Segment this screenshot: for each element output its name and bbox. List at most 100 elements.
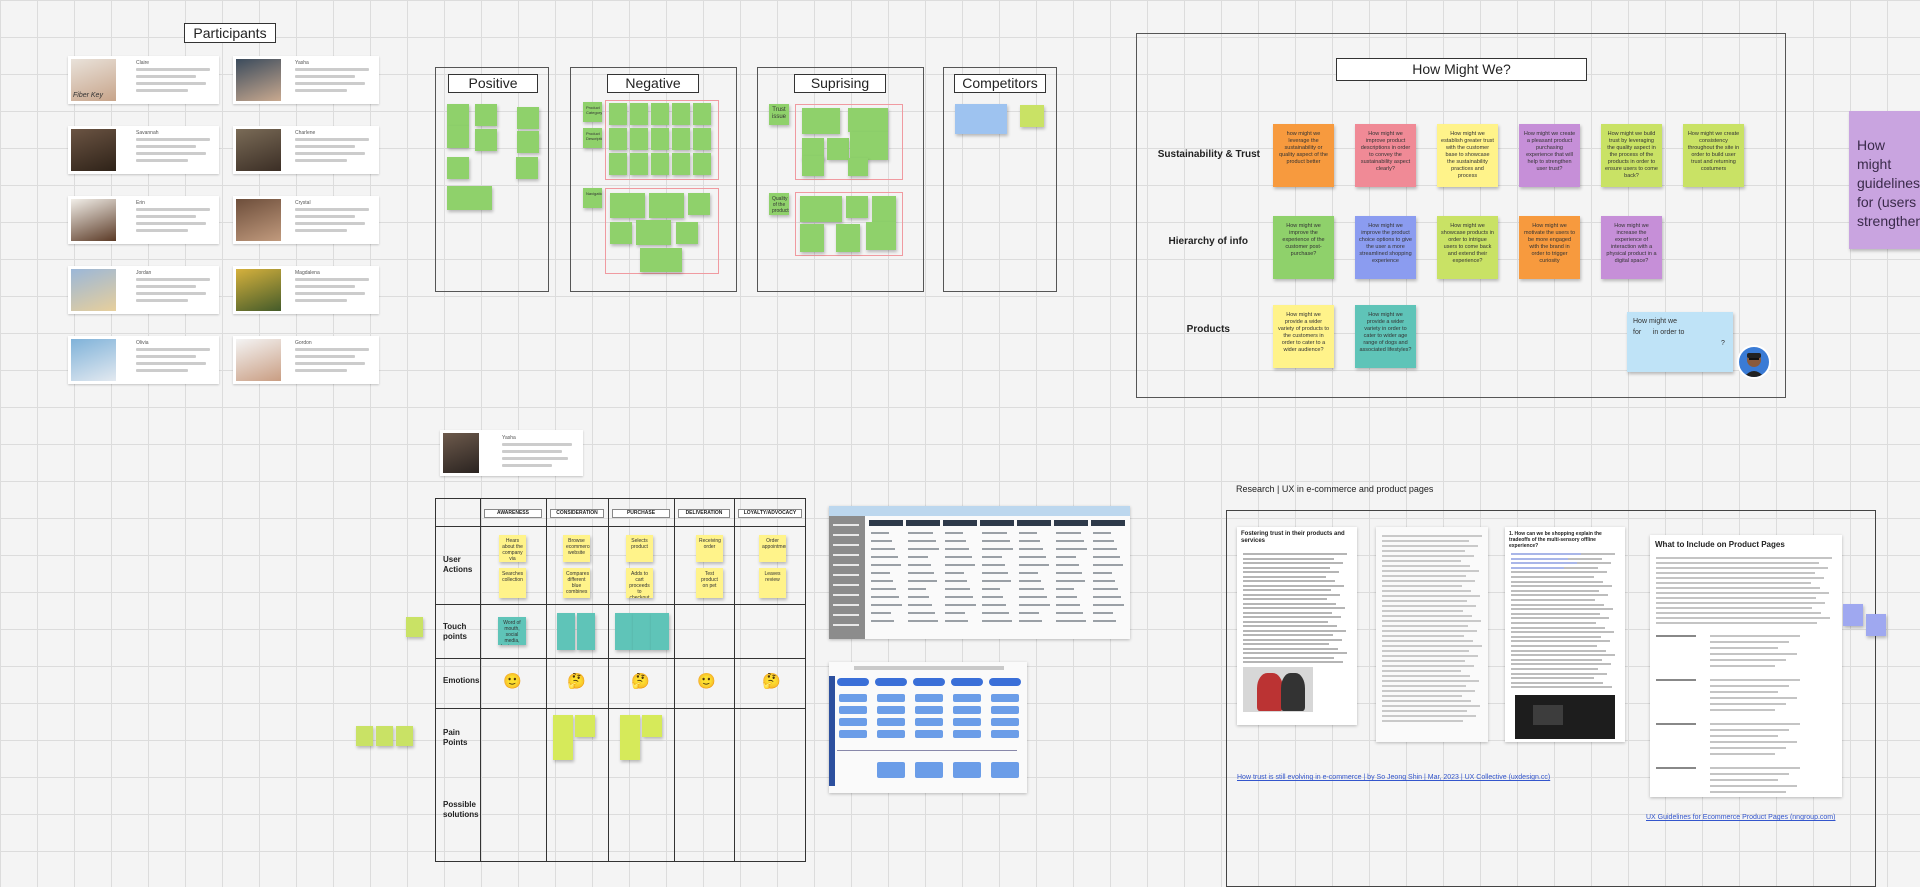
negative-label-navigation[interactable]: Navigation	[583, 188, 602, 208]
participant-card[interactable]: Yasha	[233, 56, 379, 104]
research-side-note-1[interactable]	[1843, 604, 1863, 626]
journey-user-action[interactable]: Receiving order	[696, 535, 723, 562]
journey-user-action[interactable]: Test product on pet	[696, 568, 723, 598]
negative-note[interactable]	[672, 128, 690, 150]
participant-card[interactable]: Magdalena	[233, 266, 379, 314]
research-link-1[interactable]: How trust is still evolving in e-commerc…	[1237, 774, 1551, 781]
research-article-3[interactable]: 1. How can we be shopping explain the tr…	[1505, 527, 1625, 742]
negative-note[interactable]	[688, 193, 710, 215]
surprising-note[interactable]	[850, 132, 888, 160]
participant-card[interactable]: Gordon	[233, 336, 379, 384]
competitors-note[interactable]	[1020, 105, 1044, 127]
negative-note[interactable]	[676, 222, 698, 244]
journey-touchpoint[interactable]	[633, 613, 651, 650]
journey-pain-point[interactable]	[620, 715, 640, 760]
negative-note[interactable]	[609, 153, 627, 175]
surprising-note[interactable]	[872, 196, 896, 222]
participant-card-extra[interactable]: Yasha	[440, 430, 583, 476]
surprising-label-quality[interactable]: Quality of the products	[769, 193, 789, 215]
positive-note[interactable]	[517, 131, 539, 153]
research-link-2[interactable]: UX Guidelines for Ecommerce Product Page…	[1646, 814, 1836, 821]
participant-card[interactable]: Charlene	[233, 126, 379, 174]
journey-user-action[interactable]: Compares different blue combines	[563, 568, 590, 598]
journey-touchpoint[interactable]	[615, 613, 633, 650]
hmw-note-hierarchy[interactable]: How might we improve the product choice …	[1355, 216, 1416, 279]
journey-user-action[interactable]: Searches collection	[499, 568, 526, 598]
negative-label-category[interactable]: Product Category	[583, 102, 602, 122]
hmw-note-sustainability[interactable]: how might we leverage the sustainability…	[1273, 124, 1334, 187]
positive-note[interactable]	[447, 104, 469, 126]
journey-pain-point[interactable]	[642, 715, 662, 737]
negative-note[interactable]	[693, 103, 711, 125]
negative-note[interactable]	[693, 153, 711, 175]
competitors-note[interactable]	[955, 104, 1007, 134]
journey-pain-point[interactable]	[575, 715, 595, 737]
negative-note[interactable]	[630, 103, 648, 125]
journey-user-action[interactable]: Hears about the company via Instagram	[499, 535, 526, 562]
negative-note[interactable]	[636, 220, 671, 245]
surprising-note[interactable]	[866, 222, 896, 250]
surprising-note[interactable]	[802, 108, 840, 134]
positive-note[interactable]	[475, 129, 497, 151]
positive-note[interactable]	[517, 107, 539, 129]
journey-side-note-4[interactable]	[396, 726, 413, 746]
hmw-side-note[interactable]: How might guidelines for (users strength…	[1849, 111, 1920, 249]
participant-card[interactable]: Savannah	[68, 126, 219, 174]
research-article-2[interactable]	[1376, 527, 1488, 742]
positive-note[interactable]	[447, 126, 469, 148]
journey-side-note-2[interactable]	[356, 726, 373, 746]
surprising-note[interactable]	[848, 158, 868, 176]
negative-label-description[interactable]: Product Description	[583, 128, 602, 148]
negative-note[interactable]	[610, 222, 632, 244]
journey-user-action[interactable]: Browse ecommerce website	[563, 535, 590, 562]
research-article-1[interactable]: Fostering trust in their products and se…	[1237, 527, 1357, 725]
avatar-collaborator[interactable]	[1737, 345, 1771, 379]
positive-note[interactable]	[516, 157, 538, 179]
negative-note[interactable]	[640, 248, 682, 272]
negative-note[interactable]	[630, 153, 648, 175]
positive-note[interactable]	[447, 186, 492, 210]
participant-card[interactable]: Jordan	[68, 266, 219, 314]
negative-note[interactable]	[649, 193, 684, 218]
negative-note[interactable]	[609, 103, 627, 125]
hmw-note-hierarchy[interactable]: How might we showcase products in order …	[1437, 216, 1498, 279]
hmw-note-products[interactable]: How might we provide a wider variety in …	[1355, 305, 1416, 368]
journey-user-action[interactable]: Order appointment	[759, 535, 786, 562]
research-article-4[interactable]: What to Include on Product Pages	[1650, 535, 1842, 797]
negative-note[interactable]	[610, 193, 645, 218]
negative-note[interactable]	[672, 153, 690, 175]
journey-reference-image-1[interactable]	[829, 506, 1130, 639]
research-side-note-2[interactable]	[1866, 614, 1886, 636]
journey-side-note-1[interactable]	[406, 617, 423, 637]
surprising-note[interactable]	[802, 156, 824, 176]
journey-touchpoint[interactable]	[577, 613, 595, 650]
surprising-note[interactable]	[800, 224, 824, 252]
surprising-note[interactable]	[800, 196, 842, 222]
hmw-note-sustainability[interactable]: How might we establish greater trust wit…	[1437, 124, 1498, 187]
negative-note[interactable]	[651, 103, 669, 125]
journey-user-action[interactable]: Adds to cart proceeds to checkout	[626, 568, 653, 598]
negative-note[interactable]	[651, 128, 669, 150]
participant-card[interactable]: Erin	[68, 196, 219, 244]
surprising-note[interactable]	[848, 108, 888, 132]
journey-side-note-3[interactable]	[376, 726, 393, 746]
hmw-note-sustainability[interactable]: How might we create consistency througho…	[1683, 124, 1744, 187]
hmw-note-sustainability[interactable]: How might we create a pleasant product p…	[1519, 124, 1580, 187]
surprising-note[interactable]	[827, 138, 849, 160]
negative-note[interactable]	[651, 153, 669, 175]
journey-touchpoint[interactable]	[651, 613, 669, 650]
hmw-note-products[interactable]: How might we provide a wider variety of …	[1273, 305, 1334, 368]
hmw-note-sustainability[interactable]: How might we build trust by leveraging t…	[1601, 124, 1662, 187]
journey-user-action[interactable]: Leaves review	[759, 568, 786, 598]
negative-note[interactable]	[609, 128, 627, 150]
surprising-note[interactable]	[846, 196, 868, 218]
journey-user-action[interactable]: Selects product	[626, 535, 653, 562]
hmw-note-hierarchy[interactable]: How might we improve the experience of t…	[1273, 216, 1334, 279]
positive-note[interactable]	[475, 104, 497, 126]
hmw-note-hierarchy[interactable]: How might we motivate the users to be mo…	[1519, 216, 1580, 279]
negative-note[interactable]	[630, 128, 648, 150]
journey-reference-image-2[interactable]	[829, 662, 1027, 793]
journey-pain-point[interactable]	[553, 715, 573, 760]
negative-note[interactable]	[693, 128, 711, 150]
